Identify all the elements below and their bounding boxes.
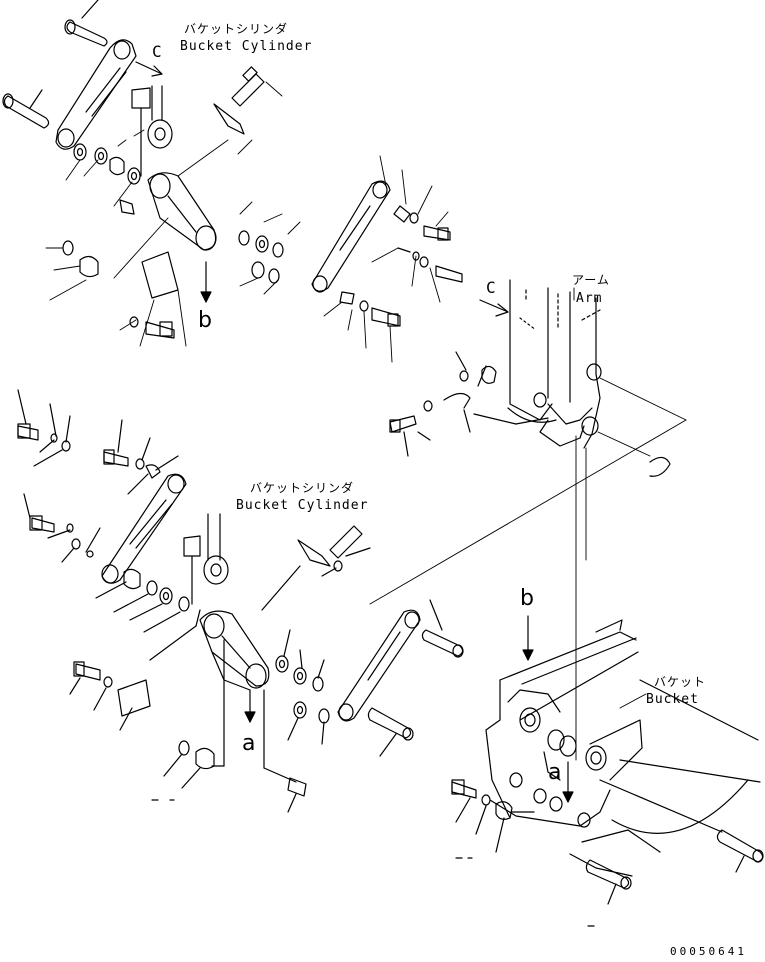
ref-b-right-label: b bbox=[520, 586, 535, 611]
bucket-cylinder-top-en-label: Bucket Cylinder bbox=[180, 39, 313, 54]
top-bucket-linkage-body bbox=[147, 172, 217, 251]
ref-a-mid-label: a bbox=[242, 731, 257, 756]
view-c-arm-label: C bbox=[486, 278, 497, 297]
mid-washers-center bbox=[275, 629, 330, 745]
mid-grease-fitting-lower bbox=[263, 689, 307, 813]
top-washers-bottom-left bbox=[62, 240, 99, 278]
bucket-cylinder-mid-jp-label: バケットシリンダ bbox=[250, 481, 355, 495]
arm-jp-label: アーム bbox=[572, 273, 610, 287]
top-cylinder-rod bbox=[147, 85, 173, 149]
top-plate-and-bolt bbox=[129, 251, 179, 339]
top-view-arrows bbox=[135, 61, 212, 303]
view-c-top-label: C bbox=[152, 42, 163, 61]
bucket-en-label: Bucket bbox=[646, 692, 699, 707]
bucket-jp-label: バケット bbox=[654, 675, 707, 689]
mid-washers-left bbox=[95, 568, 190, 633]
bucket-pin-right bbox=[599, 779, 764, 873]
bucket-cylinder-top-jp-label: バケットシリンダ bbox=[184, 22, 289, 36]
bucket-bolt bbox=[451, 779, 595, 927]
arm-view-arrow bbox=[479, 299, 509, 317]
ref-a-right-label: a bbox=[548, 760, 563, 785]
mid-grease-fitting bbox=[183, 535, 201, 605]
top-nut-and-bolt-lower bbox=[339, 291, 401, 327]
ref-b-top-label: b bbox=[198, 308, 213, 333]
mid-link-left bbox=[101, 473, 187, 584]
top-link-left bbox=[55, 39, 137, 150]
mid-washers-bottom bbox=[151, 639, 225, 801]
bucket-cylinder-mid-en-label: Bucket Cylinder bbox=[236, 498, 369, 513]
mid-bolts-upper-left bbox=[17, 389, 179, 495]
top-pin-upper bbox=[64, 0, 108, 47]
bucket-structure bbox=[485, 619, 761, 877]
top-bolt-upper bbox=[213, 66, 265, 135]
mid-bolts-lower-left bbox=[23, 493, 101, 563]
bucket-leaders bbox=[573, 287, 647, 709]
mid-bucket-linkage-body bbox=[199, 610, 270, 691]
drawing-code: 00050641 bbox=[670, 945, 747, 958]
mid-plate-and-bolt bbox=[69, 609, 201, 731]
top-bolts-right bbox=[393, 205, 463, 283]
top-pin-left bbox=[2, 89, 50, 129]
top-link-right bbox=[311, 180, 391, 293]
arm-to-bucket-lines bbox=[369, 377, 687, 761]
bucket-view-arrows bbox=[522, 615, 574, 803]
top-leader-lines bbox=[45, 81, 449, 363]
mid-cylinder-rod bbox=[203, 513, 229, 585]
arm-en-label: Arm bbox=[576, 291, 603, 306]
bucket-pin-lower bbox=[585, 859, 632, 905]
mid-bolt-upper bbox=[261, 525, 371, 611]
mid-pins-right bbox=[367, 599, 464, 757]
top-washers-center bbox=[238, 230, 284, 284]
arm-pin-parts bbox=[389, 351, 671, 477]
mid-link-right bbox=[337, 609, 421, 722]
mid-view-arrow bbox=[244, 689, 256, 723]
top-washers-left bbox=[73, 143, 141, 185]
top-grease-fitting bbox=[119, 87, 151, 215]
